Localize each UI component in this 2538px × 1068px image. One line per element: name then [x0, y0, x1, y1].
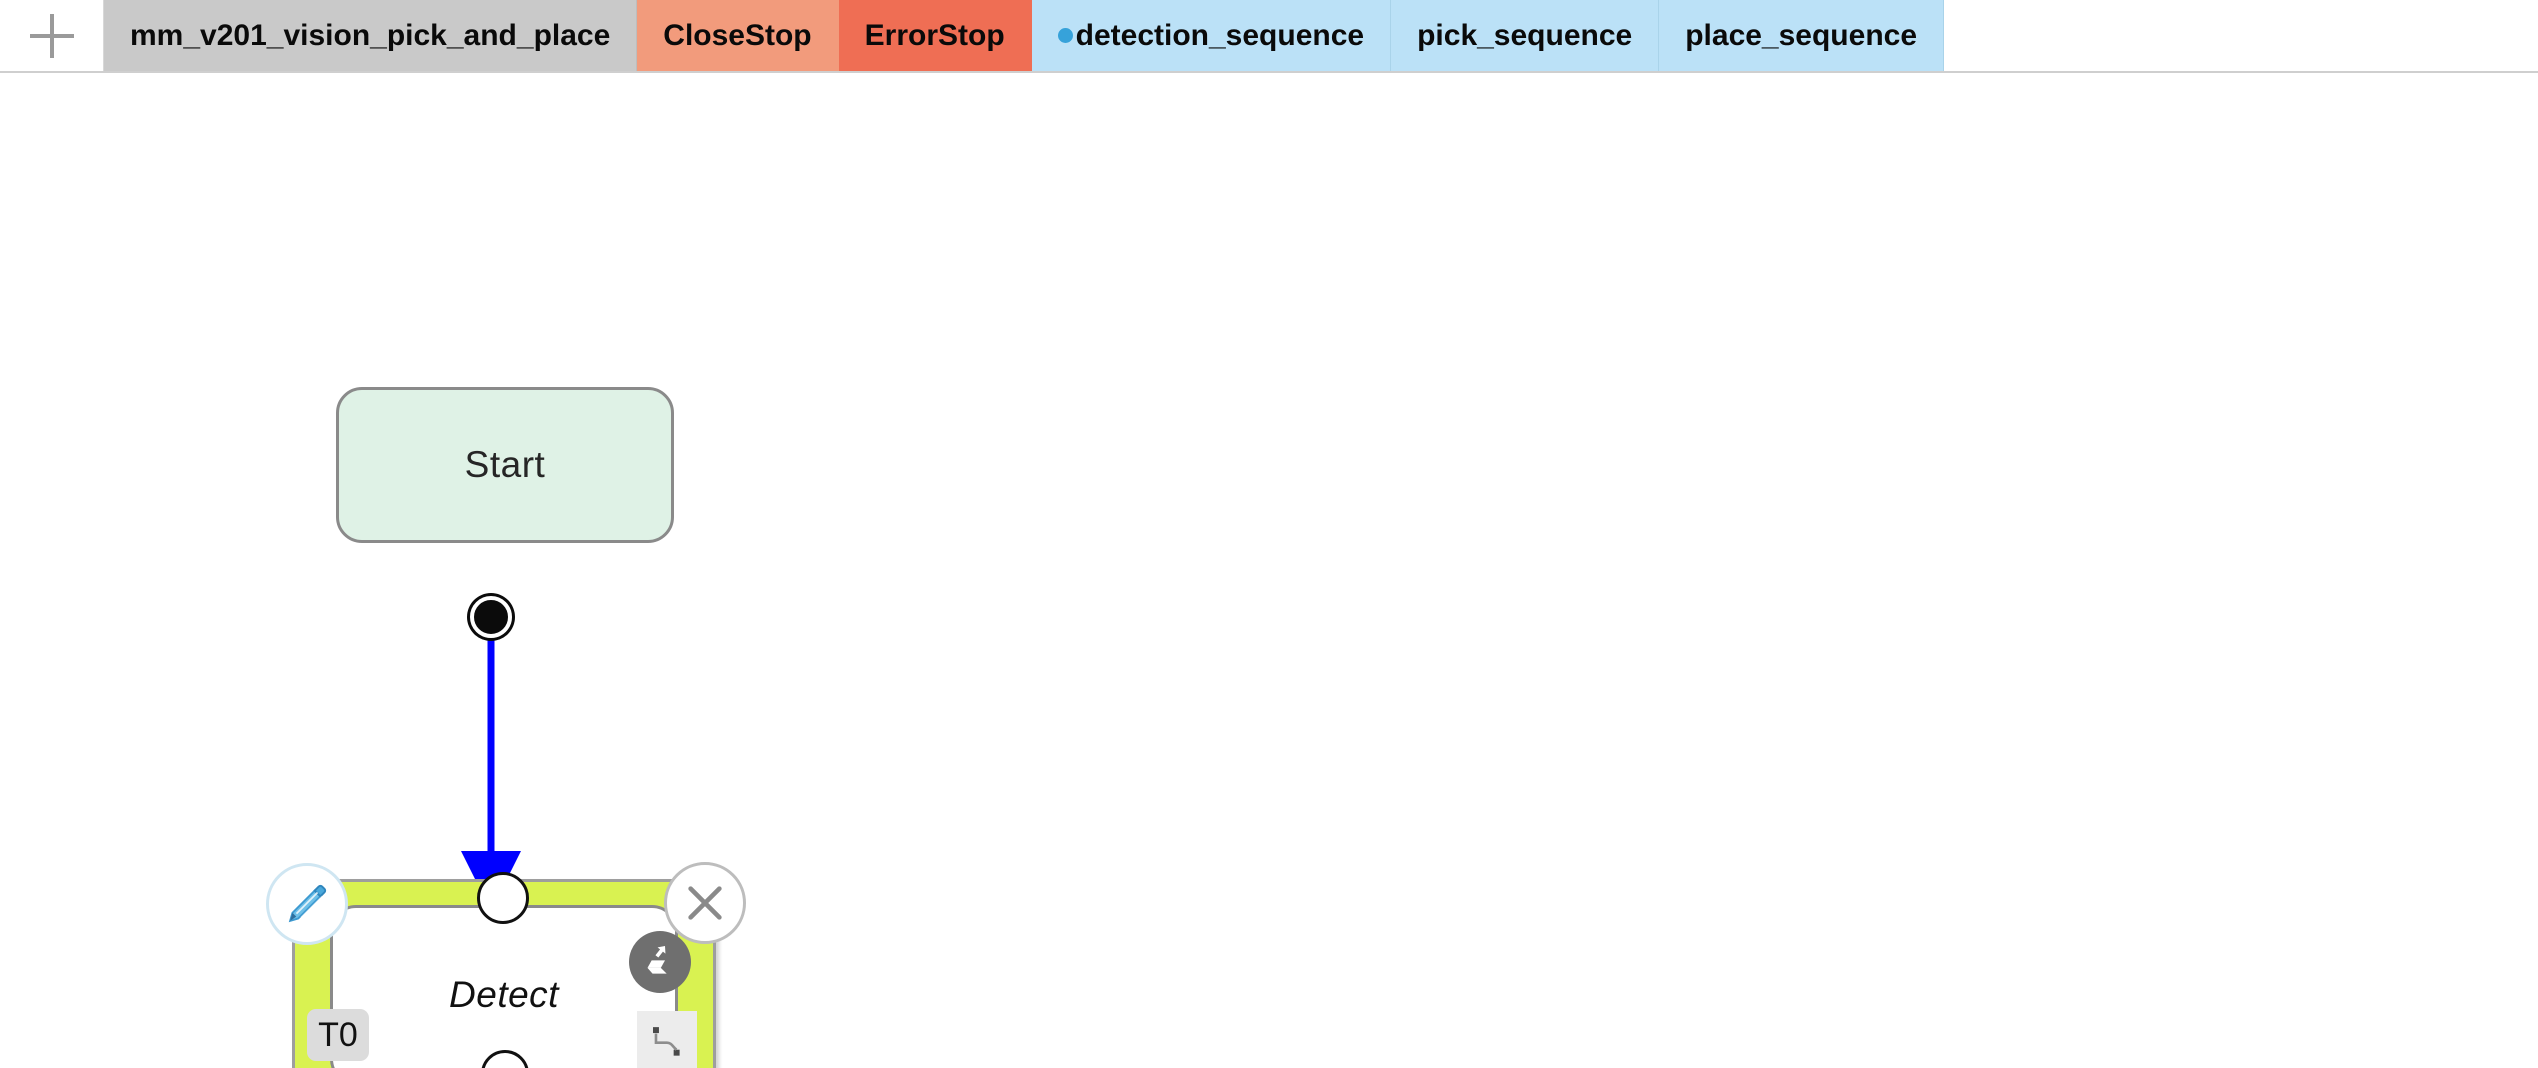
tab-pick-sequence[interactable]: pick_sequence [1391, 0, 1660, 71]
plus-icon [29, 13, 74, 58]
tab-detection-sequence[interactable]: detection_sequence [1031, 0, 1392, 71]
transform-move-icon [647, 946, 667, 974]
tab-label: detection_sequence [1075, 18, 1365, 52]
node-detect-edit-button[interactable] [266, 863, 348, 945]
task-badge-label: T0 [318, 1015, 358, 1054]
tab-mm-v201-vision-pick-and-place[interactable]: mm_v201_vision_pick_and_place [104, 0, 638, 71]
node-detect-transform-badge[interactable] [629, 931, 691, 993]
tab-closestop[interactable]: CloseStop [637, 0, 839, 71]
node-start-output-port[interactable] [470, 596, 512, 638]
node-detect-close-button[interactable] [664, 862, 746, 944]
tab-label: mm_v201_vision_pick_and_place [130, 18, 611, 52]
node-detect-title: Detect [449, 974, 559, 1015]
tab-bar: mm_v201_vision_pick_and_place CloseStop … [0, 0, 2538, 73]
node-detect-waypoint-path-thumbnail[interactable] [637, 1011, 697, 1068]
tab-errorstop[interactable]: ErrorStop [838, 0, 1032, 71]
node-detect[interactable]: Detect [330, 905, 678, 1068]
tab-label: CloseStop [663, 18, 812, 52]
tab-label: ErrorStop [864, 18, 1005, 52]
sequence-graph-canvas[interactable]: Start Detect T0 [0, 73, 2538, 1068]
waypoint-path-icon [653, 1027, 680, 1056]
unsaved-changes-dot-icon [1057, 28, 1073, 43]
tab-place-sequence[interactable]: place_sequence [1659, 0, 1945, 71]
close-x-icon [688, 886, 722, 920]
add-tab-button[interactable] [0, 0, 104, 71]
node-detect-task-badge[interactable]: T0 [307, 1009, 369, 1061]
node-start-title: Start [464, 444, 546, 485]
node-detect-input-port[interactable] [477, 872, 529, 924]
pencil-edit-icon [288, 884, 327, 923]
node-start[interactable]: Start [336, 387, 674, 543]
tab-label: pick_sequence [1417, 18, 1633, 52]
tab-label: place_sequence [1685, 18, 1918, 52]
